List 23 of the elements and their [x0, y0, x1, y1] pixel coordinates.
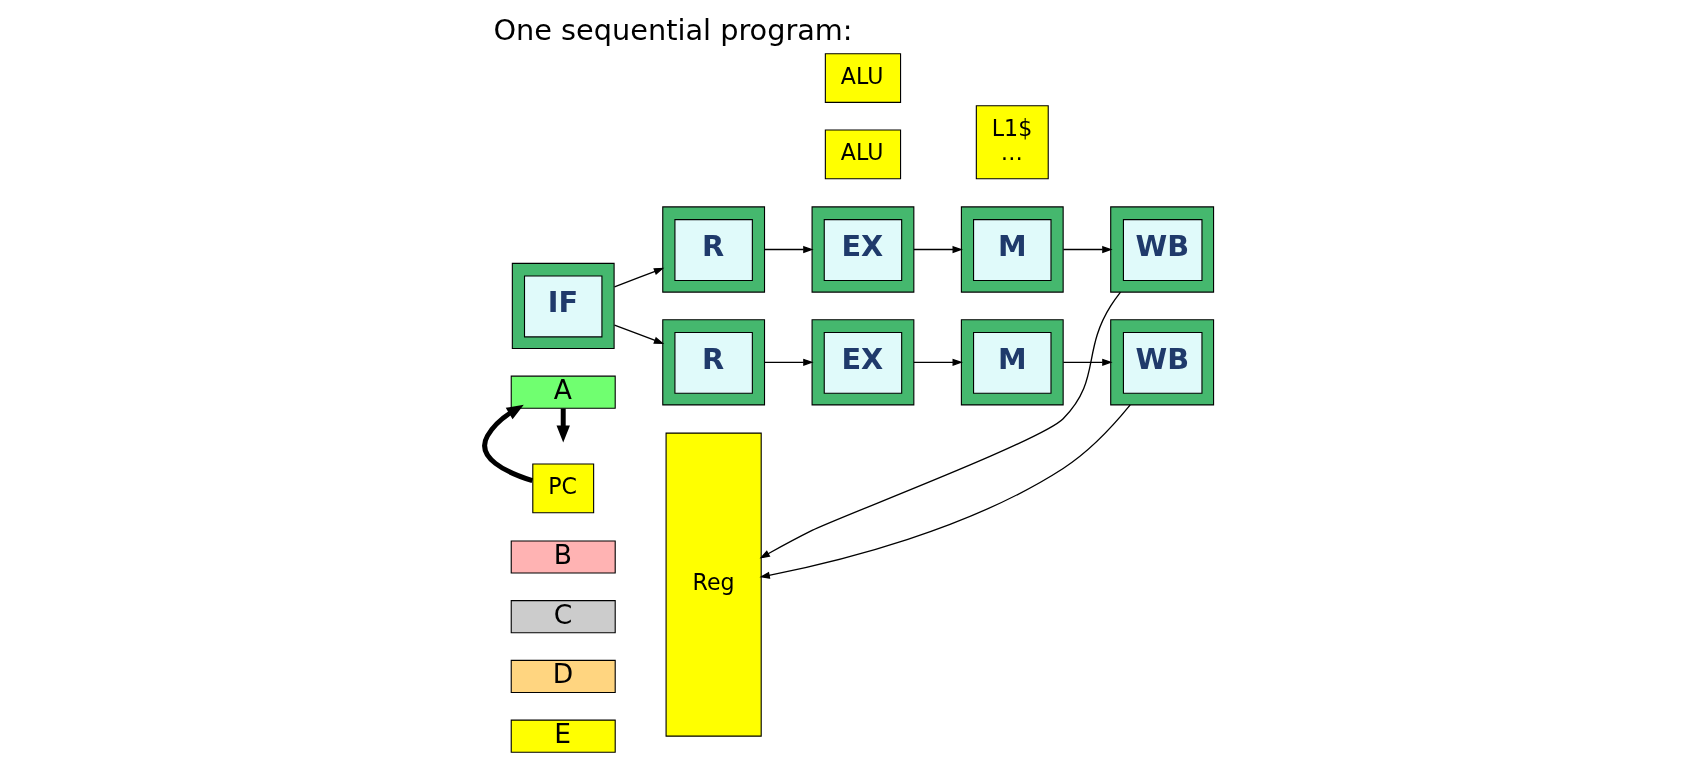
arrow — [1062, 245, 1113, 254]
node-box: Reg — [665, 432, 762, 737]
node-box: E — [510, 719, 616, 753]
node-box: PC — [532, 463, 595, 514]
arrow — [613, 324, 665, 344]
node-box: C — [510, 600, 616, 634]
arrow — [759, 291, 1122, 559]
arrow — [482, 404, 534, 484]
arrow — [913, 358, 963, 366]
diagram-title: One sequential program: — [493, 13, 853, 48]
node-box: L1$ … — [975, 105, 1049, 180]
node-box: ALU — [824, 53, 902, 103]
arrow — [613, 267, 665, 288]
node-box: ALU — [824, 129, 902, 180]
arrow — [556, 408, 570, 443]
arrow — [763, 358, 814, 366]
node-box: D — [510, 659, 616, 694]
arrow — [1062, 358, 1113, 366]
node-box: A — [510, 375, 616, 409]
arrow — [763, 245, 814, 254]
arrow — [913, 245, 963, 254]
node-box: B — [510, 540, 616, 574]
arrow — [759, 404, 1131, 579]
